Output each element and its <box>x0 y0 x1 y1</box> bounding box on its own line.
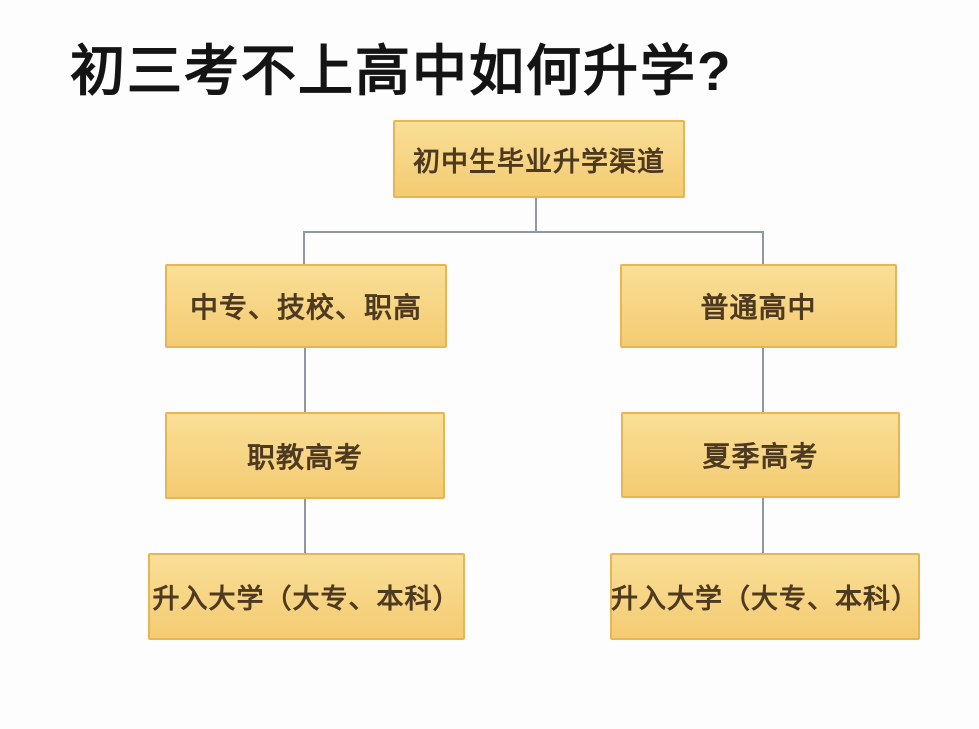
connector-right-step1-step2 <box>762 348 764 412</box>
page-title: 初三考不上高中如何升学? <box>70 40 733 102</box>
node-academic-university: 升入大学（大专、本科） <box>610 553 920 640</box>
connector-left-step1-step2 <box>304 348 306 412</box>
connector-left-step2-step3 <box>304 498 306 554</box>
node-regular-high-school: 普通高中 <box>620 264 897 348</box>
node-root: 初中生毕业升学渠道 <box>393 120 685 198</box>
node-vocational-schools: 中专、技校、职高 <box>165 264 447 348</box>
node-vocational-gaokao: 职教高考 <box>165 412 445 499</box>
connector-left-branch-down <box>303 231 305 265</box>
connector-root-down <box>535 198 537 232</box>
node-vocational-university: 升入大学（大专、本科） <box>148 553 465 640</box>
connector-branch-junction <box>303 231 764 233</box>
connector-right-branch-down <box>762 231 764 265</box>
node-summer-gaokao: 夏季高考 <box>621 412 900 498</box>
connector-right-step2-step3 <box>762 497 764 554</box>
